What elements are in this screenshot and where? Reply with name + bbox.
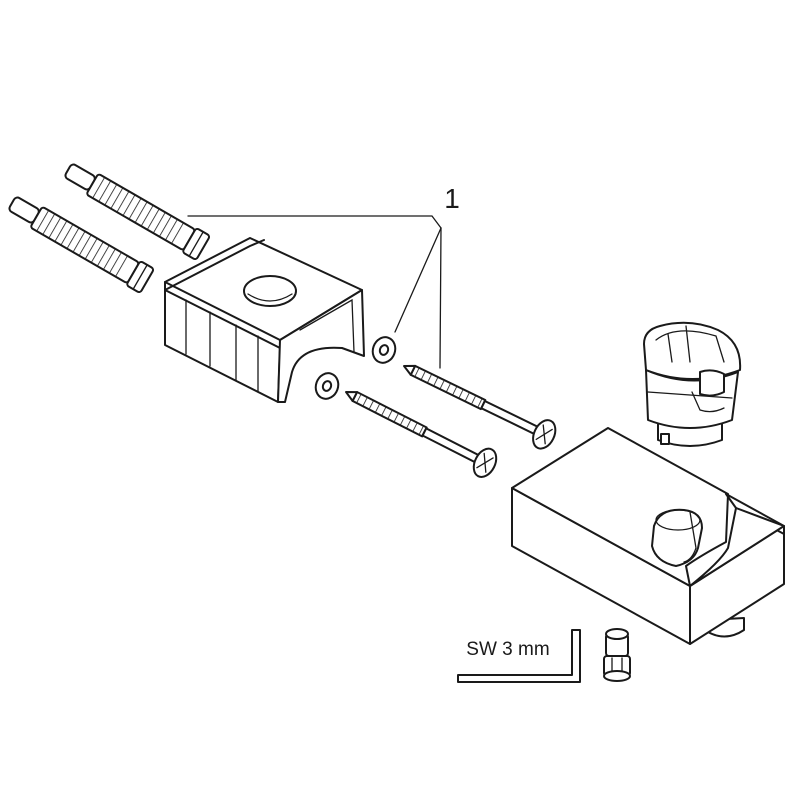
wall-mounting-bracket — [164, 237, 365, 403]
allen-key: SW 3 mm — [457, 629, 581, 683]
washer-1 — [371, 336, 397, 364]
wood-screw-1 — [403, 364, 557, 450]
set-screw — [603, 628, 631, 682]
allen-key-label: SW 3 mm — [466, 639, 549, 660]
wall-anchor-1 — [64, 163, 211, 261]
wall-anchor-2 — [8, 196, 155, 294]
washer-2 — [314, 372, 340, 400]
callout-leader-screw — [439, 227, 442, 369]
callout-1: 1 — [187, 183, 460, 369]
swivel-clip-insert — [643, 321, 742, 447]
callout-leader-anchors — [187, 215, 442, 229]
callout-number: 1 — [444, 183, 460, 214]
callout-leader-washer — [394, 227, 442, 333]
shower-holder-block — [511, 427, 785, 645]
wood-screw-2 — [345, 391, 498, 478]
